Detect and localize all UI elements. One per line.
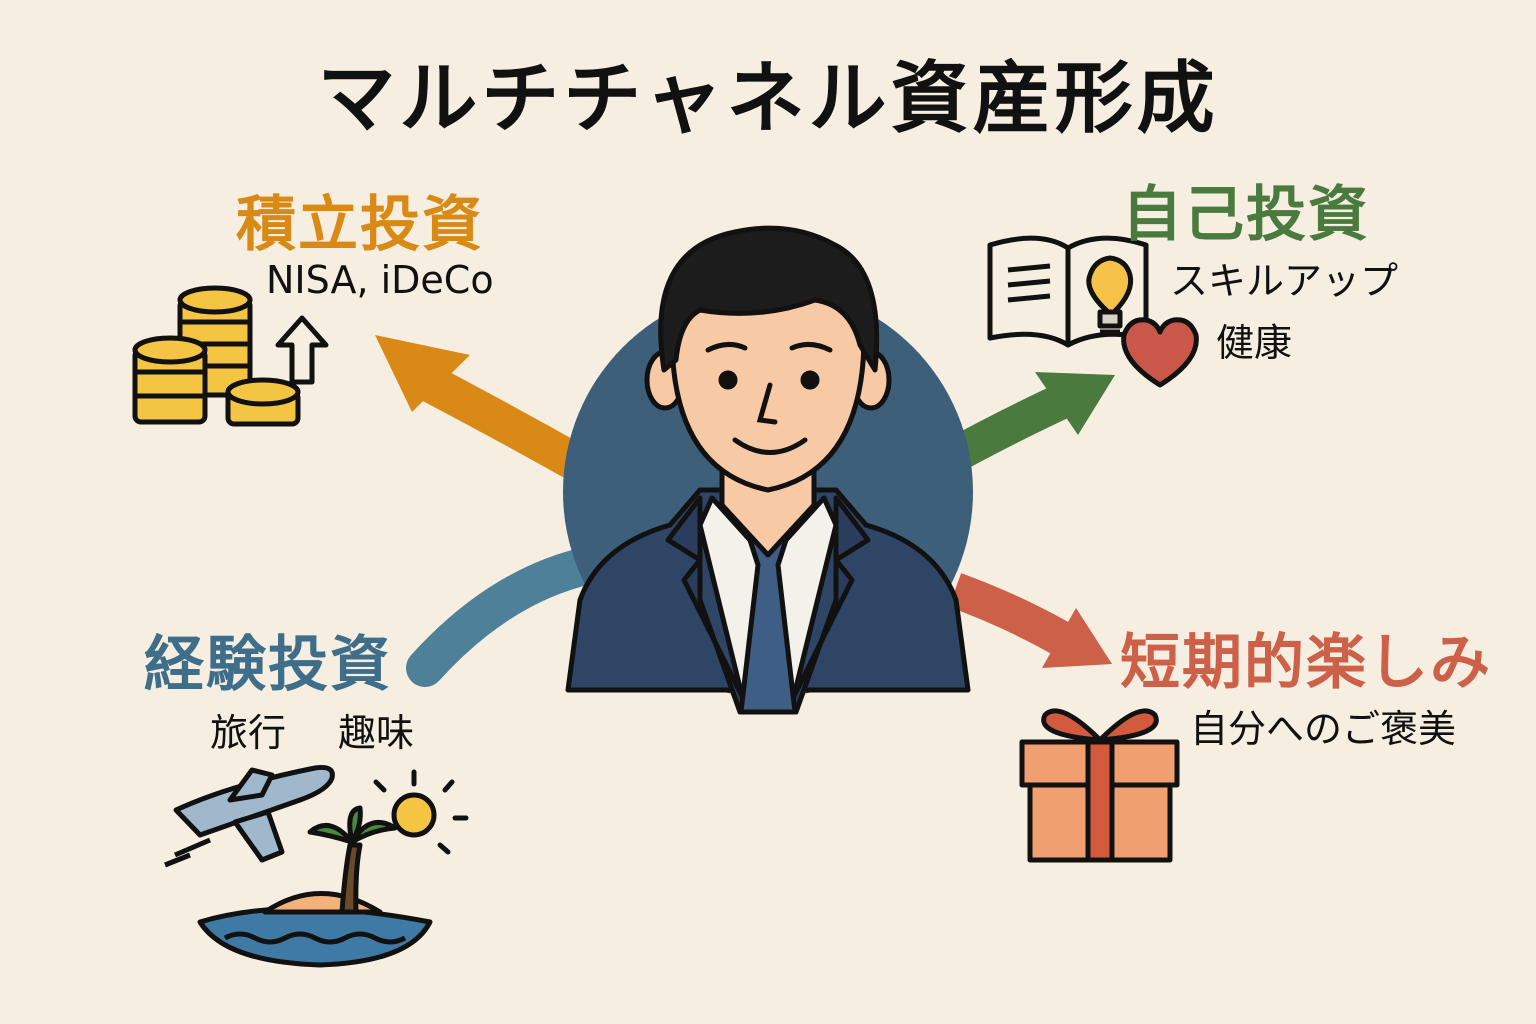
short-term-title: 短期的楽しみ bbox=[1120, 628, 1492, 698]
experience-item-travel: 旅行 bbox=[210, 711, 287, 755]
page-title: マルチチャネル資産形成 bbox=[317, 54, 1219, 144]
self-item-skill: スキルアップ bbox=[1170, 259, 1399, 303]
self-item-health: 健康 bbox=[1216, 321, 1293, 365]
up-arrow-icon bbox=[275, 315, 329, 385]
gift-box-icon bbox=[1019, 708, 1180, 863]
accumulation-subtitle: NISA, iDeCo bbox=[266, 258, 494, 302]
short-term-subtitle: 自分へのご褒美 bbox=[1190, 707, 1457, 751]
experience-item-hobby: 趣味 bbox=[338, 711, 415, 755]
arrow-to-accumulation bbox=[375, 335, 590, 482]
sun-icon bbox=[373, 769, 469, 855]
coin-stack-icon bbox=[132, 285, 301, 427]
self-title: 自己投資 bbox=[1122, 180, 1370, 250]
arrow-to-self bbox=[946, 372, 1115, 471]
heart-icon bbox=[1121, 317, 1199, 388]
arrow-from-experience bbox=[406, 546, 609, 687]
accumulation-title: 積立投資 bbox=[236, 190, 484, 260]
arrow-to-short-term bbox=[948, 573, 1112, 668]
experience-title: 経験投資 bbox=[144, 630, 392, 700]
lightbulb-icon bbox=[1086, 255, 1134, 335]
businessman-icon bbox=[565, 225, 971, 715]
face-features bbox=[705, 342, 833, 455]
palm-island-icon bbox=[197, 805, 433, 968]
airplane-icon bbox=[164, 765, 335, 868]
